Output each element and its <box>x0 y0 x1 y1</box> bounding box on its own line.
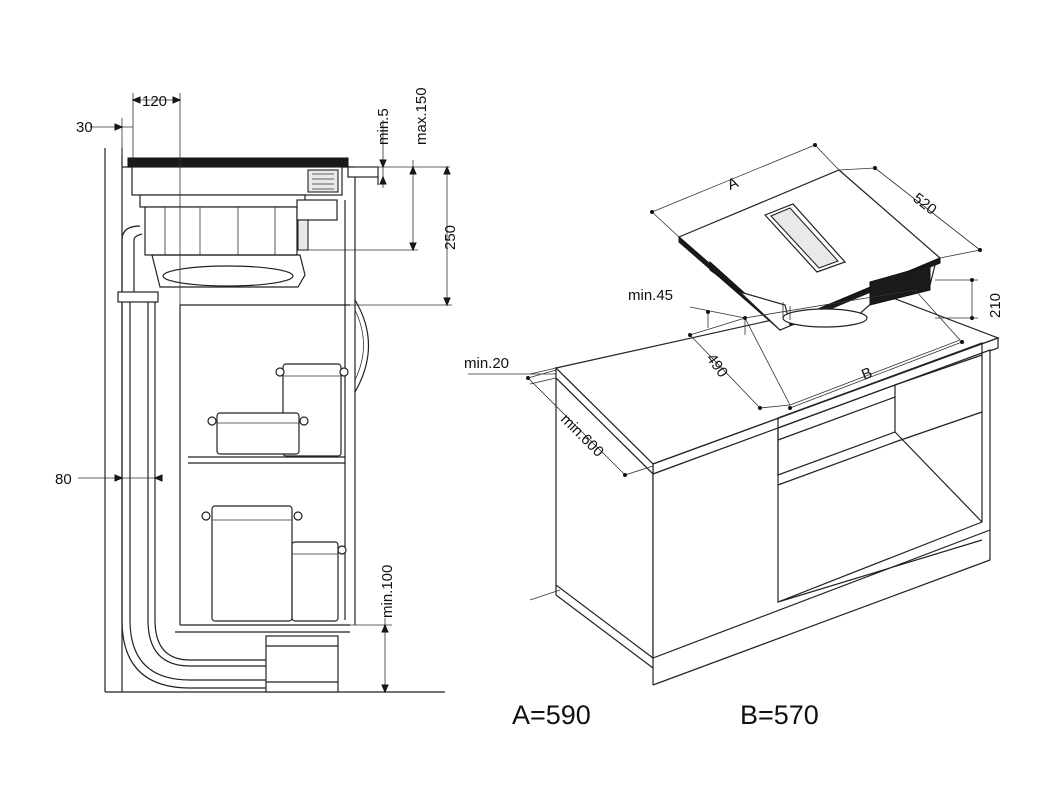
fan-base <box>151 254 306 288</box>
dim-210-label: 210 <box>987 293 1004 318</box>
dim-min45-label: min.45 <box>628 287 673 304</box>
cutout-outline <box>744 289 961 406</box>
dim-80-label: 80 <box>55 471 72 488</box>
dim-250-label: 250 <box>442 225 459 250</box>
dim-min100-label: min.100 <box>379 565 396 618</box>
pot-low-upper <box>216 412 300 455</box>
dim-min20-label: min.20 <box>464 355 509 372</box>
perspective-view: A 520 210 min.45 490 B <box>464 143 1004 686</box>
legend-a-value: A=590 <box>512 700 591 730</box>
dim-max150-label: max.150 <box>413 87 430 145</box>
plinth-outlet <box>265 635 339 693</box>
pot-tall-lower <box>211 505 293 622</box>
legend-b-value: B=570 <box>740 700 819 730</box>
hob-fan-base <box>782 308 868 328</box>
dim-a-label: A <box>725 174 741 194</box>
side-section-view: 30 120 min.5 max.150 250 80 <box>55 87 459 694</box>
electronics-box <box>296 199 338 221</box>
dim-min5-label: min.5 <box>375 108 392 145</box>
duct-elbow-outer <box>121 619 268 689</box>
duct-connector <box>117 291 159 303</box>
fan-wheel <box>162 265 294 287</box>
dim-520-label: 520 <box>910 190 940 219</box>
duct-elbow-inner <box>154 619 268 661</box>
plinth-front <box>652 559 991 686</box>
dim-30-label: 30 <box>76 119 93 136</box>
hob-glass-top <box>127 157 349 168</box>
motor-flange <box>139 194 306 208</box>
door-handle-arc <box>354 299 369 393</box>
dim-120-label: 120 <box>142 93 167 110</box>
motor-housing <box>144 206 298 256</box>
hob-fan-grille <box>307 169 339 193</box>
hob-body <box>131 166 343 196</box>
pot-medium-lower <box>291 541 339 622</box>
worktop-edge <box>347 166 379 178</box>
